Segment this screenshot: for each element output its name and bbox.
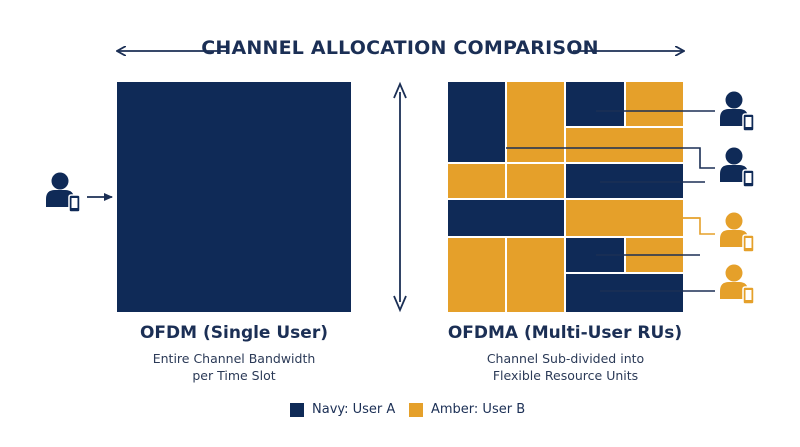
- diagram-title: CHANNEL ALLOCATION COMPARISON: [201, 37, 599, 59]
- ru-block: [566, 82, 624, 126]
- legend-swatch-navy: [290, 403, 304, 417]
- ru-block: [566, 274, 683, 312]
- ofdm-full-channel-block: [117, 82, 351, 312]
- ofdm-subtitle-line-1: Entire Channel Bandwidth: [152, 351, 316, 366]
- ofdma-subtitle-line-1: Channel Sub-divided into: [486, 351, 645, 366]
- ofdma-panel-subtitle: Channel Sub-divided into Flexible Resour…: [448, 350, 683, 384]
- ofdma-panel-title: OFDMA (Multi-User RUs): [447, 323, 683, 343]
- ofdma-resource-grid: [448, 82, 683, 312]
- ru-block: [448, 164, 505, 198]
- ru-block: [507, 238, 564, 312]
- ofdma-user-a1-icon: [719, 90, 755, 132]
- time-axis-down-arrow-icon: [393, 295, 407, 313]
- legend-swatch-amber: [409, 403, 423, 417]
- ofdm-panel-subtitle: Entire Channel Bandwidth per Time Slot: [117, 350, 351, 384]
- ru-block: [448, 82, 505, 162]
- ru-connectors: [506, 110, 715, 292]
- ru-block: [448, 238, 505, 312]
- ofdm-panel-title: OFDM (Single User): [139, 323, 328, 343]
- legend-label-user-b: Amber: User B: [431, 402, 526, 417]
- ofdma-user-b2-icon: [719, 263, 755, 305]
- ofdm-subtitle-line-2: per Time Slot: [192, 368, 276, 383]
- ofdma-user-a2-icon: [719, 146, 755, 188]
- ofdm-user-icon: [45, 171, 81, 213]
- time-axis-up-arrow-icon: [393, 81, 407, 99]
- ru-block: [507, 82, 564, 162]
- ru-block: [448, 200, 564, 236]
- ofdma-subtitle-line-2: Flexible Resource Units: [492, 368, 639, 383]
- legend-label-user-a: Navy: User A: [312, 402, 396, 417]
- ru-block: [566, 164, 683, 198]
- ru-block: [566, 128, 683, 162]
- ofdma-user-b1-icon: [719, 211, 755, 253]
- ru-block: [507, 164, 564, 198]
- ru-block: [626, 82, 683, 126]
